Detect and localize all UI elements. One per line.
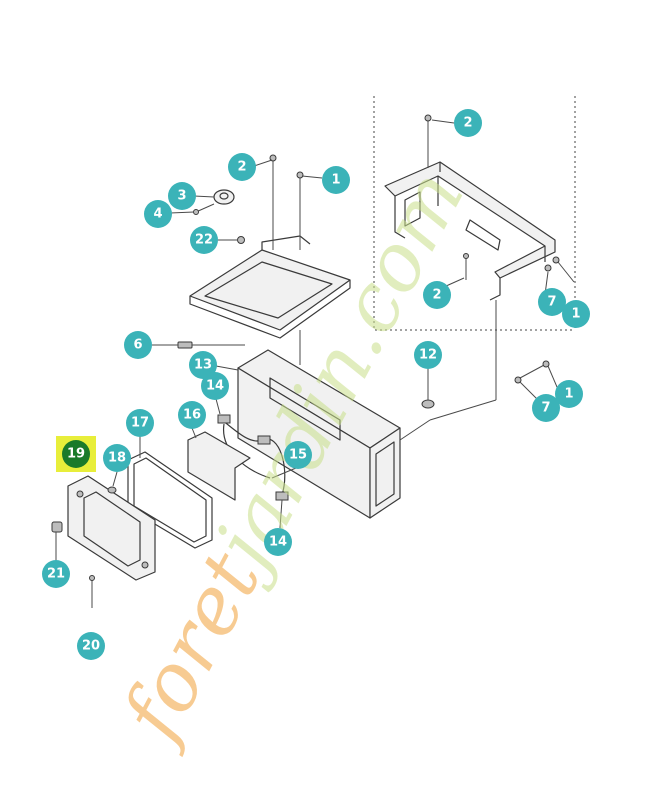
callout-13[interactable]: 13 — [189, 351, 217, 379]
plug-part-12 — [421, 368, 435, 409]
right-bolts — [514, 256, 575, 384]
callout-4[interactable]: 4 — [144, 200, 172, 228]
callout-20-label: 20 — [82, 639, 100, 654]
callout-16[interactable]: 16 — [178, 401, 206, 429]
bolt-part-6 — [177, 341, 245, 349]
subassembly-dashed-frame — [373, 96, 576, 331]
callout-7-lower-label: 7 — [541, 401, 550, 416]
callout-1-lower-right[interactable]: 1 — [555, 380, 583, 408]
callout-1-lower-right-label: 1 — [564, 387, 573, 402]
callout-2-mid-right[interactable]: 2 — [423, 281, 451, 309]
callout-14-top-label: 14 — [206, 379, 224, 394]
callout-21[interactable]: 21 — [42, 560, 70, 588]
callout-14-bottom[interactable]: 14 — [264, 528, 292, 556]
callout-1-label: 1 — [331, 173, 340, 188]
callout-6[interactable]: 6 — [124, 331, 152, 359]
seat-plate — [189, 154, 351, 365]
callout-14-top[interactable]: 14 — [201, 372, 229, 400]
knob-part-3 — [193, 189, 245, 244]
callout-19-label: 19 — [67, 447, 85, 462]
callout-21-label: 21 — [47, 567, 65, 582]
callout-2-top-right-label: 2 — [463, 116, 472, 131]
callout-18-label: 18 — [108, 451, 126, 466]
callout-2-label: 2 — [237, 160, 246, 175]
callout-12[interactable]: 12 — [414, 341, 442, 369]
callout-2[interactable]: 2 — [228, 153, 256, 181]
callout-6-label: 6 — [133, 338, 142, 353]
callout-2-top-right[interactable]: 2 — [454, 109, 482, 137]
callout-22-label: 22 — [195, 233, 213, 248]
callout-15-label: 15 — [289, 448, 307, 463]
wiring-harness — [187, 414, 289, 501]
callout-2-mid-right-label: 2 — [432, 288, 441, 303]
mounting-bracket-frame — [384, 114, 556, 400]
callout-1[interactable]: 1 — [322, 166, 350, 194]
callout-15[interactable]: 15 — [284, 441, 312, 469]
callout-17[interactable]: 17 — [126, 409, 154, 437]
callout-22[interactable]: 22 — [190, 226, 218, 254]
callout-7-lower[interactable]: 7 — [532, 394, 560, 422]
callout-3[interactable]: 3 — [168, 182, 196, 210]
callout-17-label: 17 — [131, 416, 149, 431]
callout-16-label: 16 — [183, 408, 201, 423]
callout-14-bottom-label: 14 — [269, 535, 287, 550]
callout-4-label: 4 — [153, 207, 162, 222]
callout-13-label: 13 — [194, 358, 212, 373]
callout-1-upper-right-label: 1 — [571, 307, 580, 322]
callout-7-upper[interactable]: 7 — [538, 288, 566, 316]
cover-plate-part-19 — [51, 475, 156, 608]
callout-7-upper-label: 7 — [547, 295, 556, 310]
callout-3-label: 3 — [177, 189, 186, 204]
callout-layer: 1 2 3 4 22 6 13 14 — [42, 109, 590, 660]
callout-1-upper-right[interactable]: 1 — [562, 300, 590, 328]
callout-20[interactable]: 20 — [77, 632, 105, 660]
callout-12-label: 12 — [419, 348, 437, 363]
callout-19-highlighted[interactable]: 19 — [62, 440, 90, 468]
callout-18[interactable]: 18 — [103, 444, 131, 472]
